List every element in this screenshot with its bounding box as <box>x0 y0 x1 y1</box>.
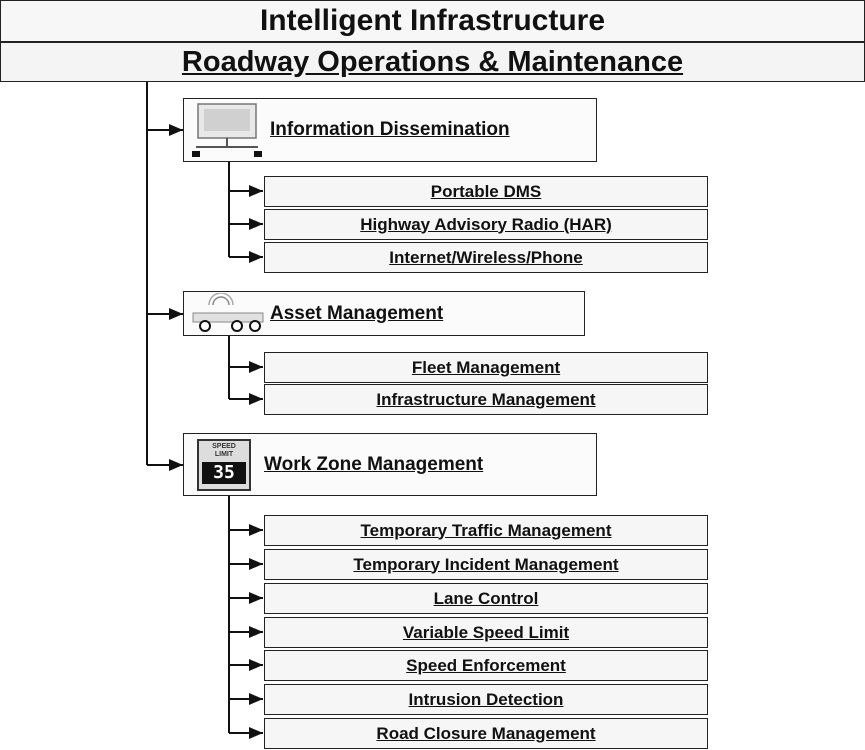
list-item: Internet/Wireless/Phone <box>264 242 708 273</box>
list-item: Fleet Management <box>264 352 708 383</box>
sign-value: 35 <box>202 461 246 484</box>
vehicle-icon <box>184 292 270 335</box>
subtitle: Roadway Operations & Maintenance <box>0 42 865 82</box>
list-item: Infrastructure Management <box>264 384 708 415</box>
list-item: Temporary Incident Management <box>264 549 708 580</box>
list-item: Highway Advisory Radio (HAR) <box>264 209 708 240</box>
category-label: Information Dissemination <box>270 119 510 140</box>
category-asset-management: Asset Management <box>183 291 585 336</box>
category-work-zone-management: SPEED LIMIT 35 Work Zone Management <box>183 433 597 496</box>
category-label: Work Zone Management <box>264 453 484 475</box>
list-item: Lane Control <box>264 583 708 614</box>
category-label: Asset Management <box>270 302 444 324</box>
monitor-icon <box>184 99 270 161</box>
sign-caption: SPEED LIMIT <box>212 442 236 458</box>
category-information-dissemination: Information Dissemination <box>183 98 597 162</box>
speed-limit-sign-icon: SPEED LIMIT 35 <box>184 434 264 495</box>
list-item: Portable DMS <box>264 176 708 207</box>
list-item: Road Closure Management <box>264 718 708 749</box>
list-item: Speed Enforcement <box>264 650 708 681</box>
main-title: Intelligent Infrastructure <box>0 0 865 42</box>
list-item: Variable Speed Limit <box>264 617 708 648</box>
list-item: Intrusion Detection <box>264 684 708 715</box>
list-item: Temporary Traffic Management <box>264 515 708 546</box>
